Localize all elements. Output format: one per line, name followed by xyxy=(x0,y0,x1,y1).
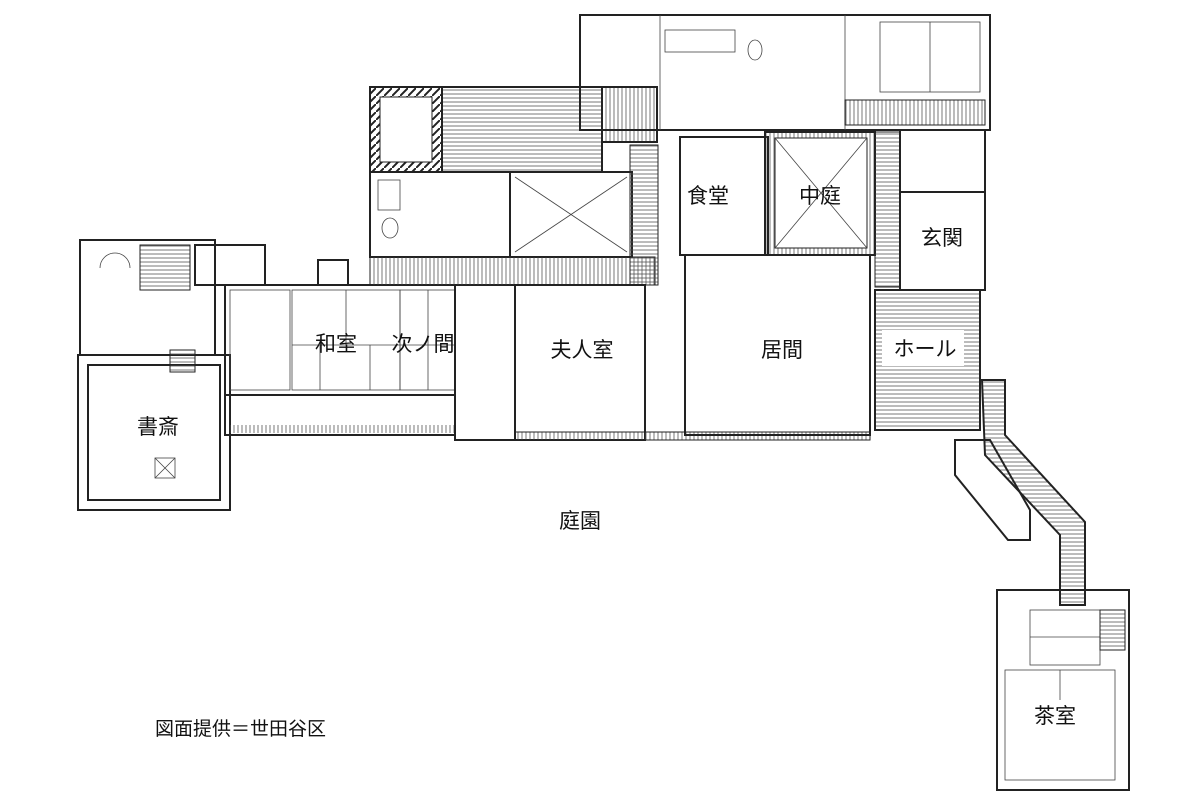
living-room xyxy=(684,254,871,436)
room-label-tsuginoma: 次ノ間 xyxy=(392,332,455,356)
room-label-wife-room: 夫人室 xyxy=(551,338,614,362)
room-label-courtyard: 中庭 xyxy=(799,184,841,208)
inner-courtyard xyxy=(764,131,876,256)
washitsu-block xyxy=(224,284,516,441)
north-block xyxy=(579,14,991,131)
room-label-washitsu: 和室 xyxy=(315,332,357,356)
wife-room xyxy=(514,284,646,441)
room-label-tea-room: 茶室 xyxy=(1034,704,1076,728)
room-label-garden: 庭園 xyxy=(559,509,601,533)
service-block xyxy=(317,86,659,286)
room-label-dining: 食堂 xyxy=(687,184,729,208)
study-wing xyxy=(77,239,266,511)
room-label-entrance: 玄関 xyxy=(921,226,963,250)
room-label-living: 居間 xyxy=(761,338,803,362)
room-label-study: 書斎 xyxy=(137,415,179,439)
corridor-to-tea-room xyxy=(954,379,1086,606)
room-label-hall: ホール xyxy=(894,337,957,361)
tea-room-block xyxy=(996,589,1130,791)
credit-text: 図面提供＝世田谷区 xyxy=(155,718,326,740)
